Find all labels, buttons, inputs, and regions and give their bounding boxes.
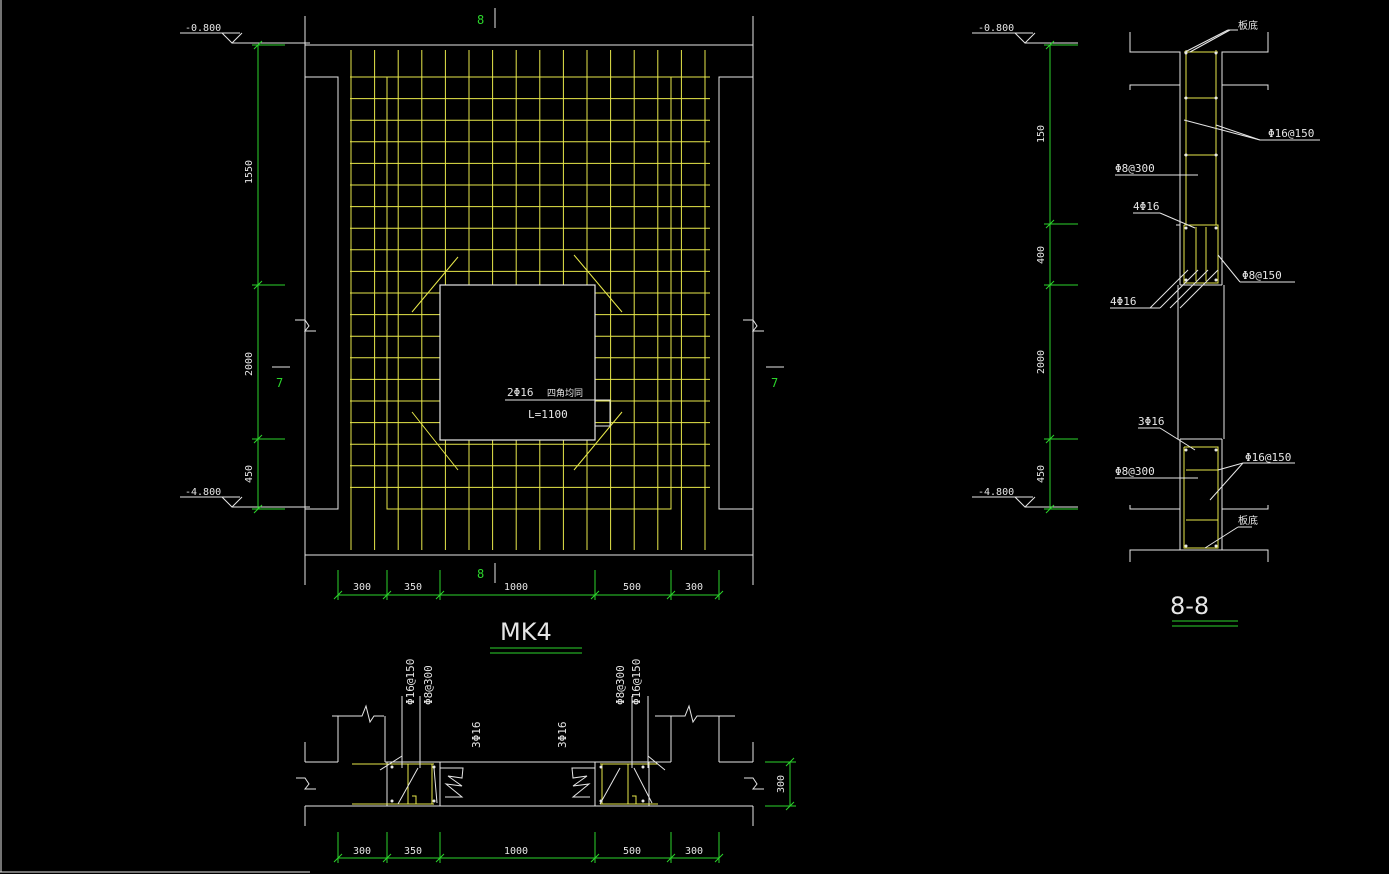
- section88-bar-dots: [1184, 51, 1218, 548]
- section88-vdim-ticks: [1044, 40, 1078, 514]
- section88-vdim-4: 450: [1036, 465, 1047, 483]
- section77-left-label-3: 3Φ16: [470, 722, 483, 749]
- mk4-vdim-2: 2000: [244, 352, 255, 376]
- mk4-section-mark-left: 7: [276, 376, 283, 390]
- section88-label-phi16-150-top: Φ16@150: [1268, 127, 1314, 140]
- section88-label-phi16-150-bottom: Φ16@150: [1245, 451, 1291, 464]
- mk4-elev-top: -0.800: [185, 23, 221, 34]
- mk4-section-mark-top: 8: [477, 13, 484, 27]
- section88-title: 8-8: [1170, 592, 1209, 620]
- section88-vdim-2: 400: [1036, 246, 1047, 264]
- mk4-hdim-5: 300: [685, 582, 703, 593]
- section88-vdim-1: 150: [1036, 125, 1047, 143]
- mk4-hdim-ticks: [333, 570, 724, 600]
- mk4-elevation: 2Φ16 四角均同 L=1100 8 8 7 7 -0.800 -4.800 1…: [180, 8, 784, 654]
- section77-right-label-3: Φ16@150: [630, 659, 643, 705]
- mk4-rebar-grid: [350, 50, 710, 550]
- section77-left-label-1: Φ16@150: [404, 659, 417, 705]
- mk4-opening-rebar-note: 四角均同: [547, 387, 583, 399]
- mk4-elev-bottom: -4.800: [185, 487, 221, 498]
- section88-label-4phi16-b: 4Φ16: [1110, 295, 1137, 308]
- section77-hdim-5: 300: [685, 846, 703, 857]
- mk4-opening-rebar-length: L=1100: [528, 408, 568, 421]
- section88-rebar: [1183, 50, 1219, 549]
- section77-hdim-1: 300: [353, 846, 371, 857]
- mk4-section-mark-bottom: 8: [477, 567, 484, 581]
- section77-hdim-2: 350: [404, 846, 422, 857]
- mk4-hdim-4: 500: [623, 582, 641, 593]
- section77-right-label-2: Φ8@300: [614, 665, 627, 705]
- mk4-opening: [439, 284, 596, 441]
- section88-vdim-3: 2000: [1036, 350, 1047, 374]
- section88-label-3phi16: 3Φ16: [1138, 415, 1165, 428]
- section88-label-4phi16-a: 4Φ16: [1133, 200, 1160, 213]
- section88-leaders: [1110, 29, 1320, 549]
- mk4-rebar-frame: [386, 76, 672, 510]
- mk4-hdim-1: 300: [353, 582, 371, 593]
- mk4-section-mark-right: 7: [771, 376, 778, 390]
- section-7-7: Φ16@150 Φ8@300 3Φ16 3Φ16 Φ8@300 Φ16@150 …: [296, 659, 796, 863]
- section77-bar-dots: [390, 765, 645, 803]
- section88-label-slab-top: 板底: [1238, 19, 1258, 32]
- section88-label-phi8-150: Φ8@150: [1242, 269, 1282, 282]
- mk4-hdim-3: 1000: [504, 582, 528, 593]
- section77-height-dim: 300: [776, 775, 787, 793]
- mk4-vdim-3: 450: [244, 465, 255, 483]
- section88-elev-bottom: -4.800: [978, 487, 1014, 498]
- section88-label-phi8-300-top: Φ8@300: [1115, 162, 1155, 175]
- section88-elev-top: -0.800: [978, 23, 1014, 34]
- mk4-vdim-1: 1550: [244, 160, 255, 184]
- mk4-vdim-ticks: [252, 40, 285, 514]
- section88-label-phi8-300-bottom: Φ8@300: [1115, 465, 1155, 478]
- mk4-title: MK4: [500, 618, 552, 646]
- section77-hdim-ticks: [333, 832, 724, 863]
- section77-left-label-2: Φ8@300: [422, 665, 435, 705]
- section-8-8: -0.800 -4.800 150 400 2000 450 板底 Φ16@15…: [972, 19, 1320, 627]
- section77-hdim-3: 1000: [504, 846, 528, 857]
- section77-right-label-1: 3Φ16: [556, 722, 569, 749]
- section88-label-slab-bottom: 板底: [1238, 514, 1258, 527]
- mk4-hdim-2: 350: [404, 582, 422, 593]
- mk4-opening-rebar-label: 2Φ16: [507, 386, 534, 399]
- section77-rebar: [352, 763, 658, 805]
- section77-leaders: [379, 696, 666, 805]
- section77-hdim-4: 500: [623, 846, 641, 857]
- section77-hooks: [440, 767, 595, 798]
